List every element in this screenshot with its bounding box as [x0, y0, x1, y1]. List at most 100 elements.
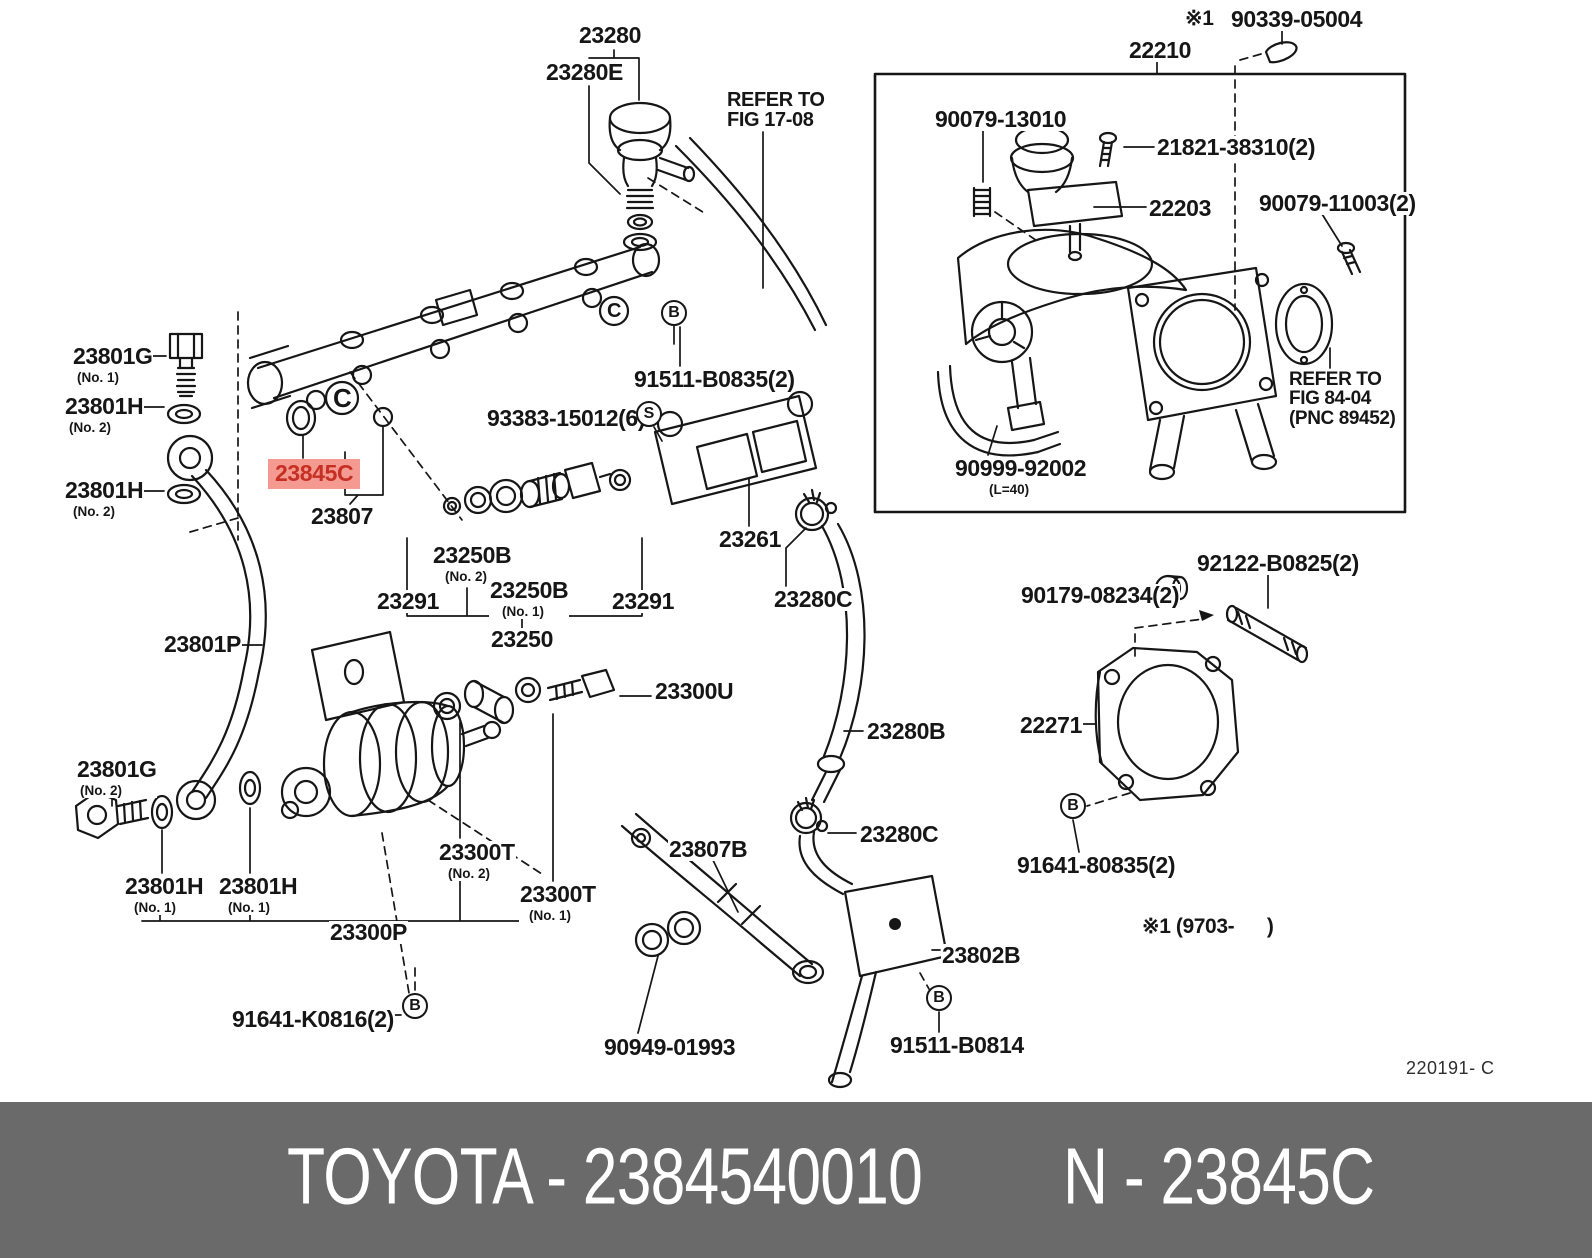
part-label: 90079-13010	[934, 106, 1068, 132]
part-number: 90999-92002	[955, 455, 1087, 481]
part-label: 23801H(No. 2)	[64, 393, 145, 436]
part-label: 90949-01993	[603, 1034, 737, 1060]
part-label-line: (PNC 89452)	[1289, 407, 1396, 429]
throttle-box-art	[873, 72, 1407, 514]
part-label: 23291	[376, 588, 440, 614]
banjo-bottom-art	[74, 770, 262, 840]
part-number: 23300P	[330, 919, 407, 945]
part-label: 23801P	[163, 631, 242, 657]
part-label: 91641-K0816(2)	[231, 1007, 395, 1032]
part-number: 91511-B0835(2)	[634, 366, 795, 392]
part-number: 23280C	[860, 821, 939, 847]
part-banner: TOYOTA - 2384540010 N - 23845C	[0, 1102, 1592, 1258]
part-label: 23280C	[773, 586, 854, 612]
part-label-suffix: (No. 1)	[228, 900, 270, 916]
part-number: 23845C	[275, 460, 354, 486]
pump-art	[280, 630, 502, 820]
part-number: 23280	[579, 22, 641, 48]
part-number: 23250	[491, 626, 553, 652]
part-label: 92122-B0825(2)	[1196, 551, 1360, 576]
part-label: 23261	[718, 527, 782, 552]
part-number: 23801H	[65, 477, 144, 503]
part-number: 23280C	[774, 586, 853, 612]
part-label: 23280	[578, 22, 642, 48]
part-number: 23802B	[942, 942, 1021, 968]
part-label-line: FIG 17-08	[727, 109, 814, 132]
part-number: 22203	[1149, 195, 1211, 221]
part-label: 90179-08234(2)	[1020, 583, 1181, 608]
part-label-line: FIG 84-04	[1289, 388, 1371, 410]
part-label: 23300P	[329, 919, 408, 945]
part-number: 23291	[612, 588, 674, 614]
part-label: 91641-80835(2)	[1016, 853, 1177, 878]
part-number: 23291	[377, 588, 439, 614]
part-label: 23280C	[859, 821, 940, 847]
part-label-suffix: (No. 1)	[529, 908, 571, 924]
part-number: 23801H	[219, 873, 298, 899]
part-label-suffix: (No. 1)	[502, 604, 544, 620]
part-label: 91511-B0835(2)	[633, 366, 796, 392]
part-label: 90079-11003(2)	[1258, 191, 1417, 216]
clamp-upper-art	[794, 488, 838, 532]
part-number: 23250B	[490, 577, 569, 603]
part-label: 22203	[1148, 195, 1212, 221]
part-label-suffix: (No. 2)	[448, 866, 490, 882]
gasket-22271-art	[1094, 646, 1240, 802]
part-label: 23250B(No. 2)	[432, 543, 513, 585]
part-label: 23801H(No. 2)	[64, 477, 145, 520]
pipe-23801p-art	[190, 468, 267, 800]
highlighted-part-label: 23845C	[268, 459, 361, 490]
part-label-suffix: (No. 1)	[77, 370, 119, 386]
part-number: 90339-05004	[1231, 6, 1363, 32]
part-number: 23801H	[125, 873, 204, 899]
dashed-lines	[189, 53, 1262, 994]
hose-23807b-art	[620, 812, 825, 985]
banjo-top-art	[166, 332, 214, 505]
part-number: 22271	[1020, 712, 1082, 738]
banner-part-code: N - 23845C	[1063, 1131, 1375, 1221]
part-number: 23801H	[65, 393, 144, 419]
part-number: 23801G	[73, 343, 153, 369]
drawing-number: 220191- C	[1406, 1058, 1495, 1078]
art-letter: C	[607, 300, 622, 322]
part-number: ※1	[1185, 7, 1214, 30]
part-number: 23300U	[655, 678, 734, 704]
part-label-suffix: (No. 2)	[73, 504, 115, 520]
part-label-suffix: (L=40)	[989, 482, 1030, 498]
part-label: 22271	[1019, 712, 1083, 738]
callout-letter: B	[1060, 793, 1086, 819]
callout-letter-text: B	[1067, 797, 1079, 814]
part-label: 23280B	[866, 719, 947, 744]
part-label: 23300T(No. 1)	[519, 882, 597, 924]
part-number: 23807	[311, 503, 373, 529]
part-label-suffix: (No. 1)	[134, 900, 176, 916]
part-label: 90339-05004	[1230, 6, 1364, 32]
callout-letter-text: B	[668, 304, 680, 321]
arrowhead	[1199, 610, 1214, 621]
part-label: 23291	[611, 588, 675, 614]
part-label-line: REFER TO	[727, 89, 825, 111]
damper-art	[432, 668, 616, 725]
regulator-art	[608, 101, 696, 252]
part-label: 91511-B0814	[889, 1033, 1025, 1058]
part-number: 23801P	[164, 631, 241, 657]
part-label: 23280E	[545, 60, 624, 85]
part-number: 93383-15012(6)	[487, 405, 646, 431]
callout-letter-text: S	[643, 405, 655, 422]
part-label: 23801G(No. 1)	[72, 343, 154, 386]
pipe-23802b-art	[798, 830, 949, 1089]
part-label: 23250B(No. 1)	[489, 577, 570, 620]
part-number: 90079-13010	[935, 106, 1067, 132]
hose-23280b-art	[810, 522, 866, 804]
part-number: 21821-38310(2)	[1157, 134, 1316, 160]
banner-part-number: TOYOTA - 2384540010	[287, 1131, 923, 1221]
part-number: 90949-01993	[604, 1034, 736, 1060]
part-number: 23801G	[77, 756, 157, 782]
part-label: 93383-15012(6)	[486, 405, 647, 431]
clamp-lower-art	[789, 796, 857, 835]
part-number: 22210	[1129, 37, 1191, 63]
injector-row-art	[442, 461, 632, 516]
